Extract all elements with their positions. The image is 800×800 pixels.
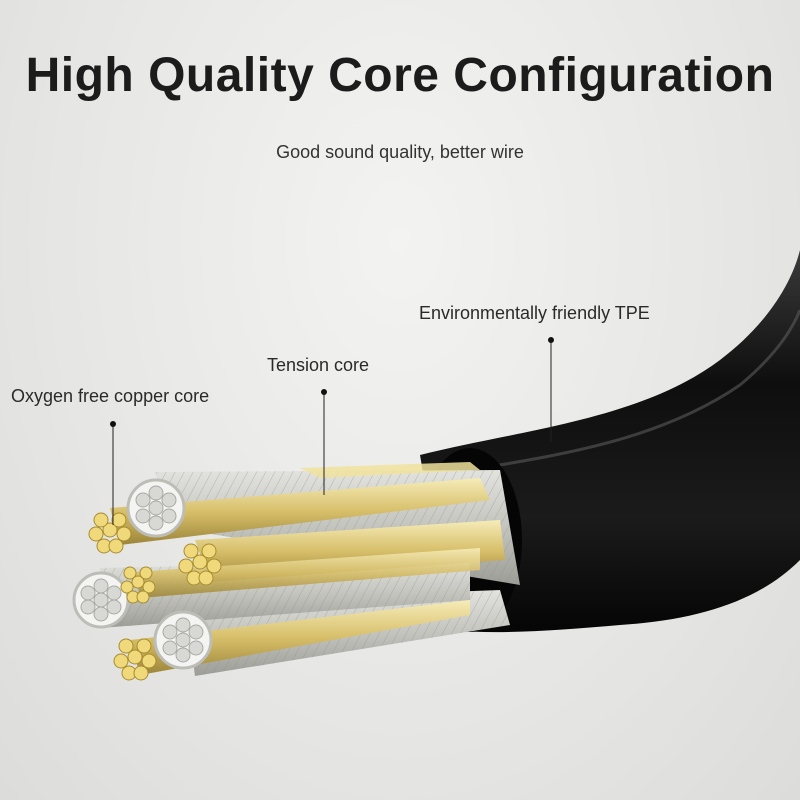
- callout-tpe-label: Environmentally friendly TPE: [419, 303, 650, 323]
- callout-leader-tpe: [548, 337, 554, 442]
- copper-strands: [110, 462, 505, 675]
- copper-core-end: [178, 543, 222, 586]
- copper-core-end: [120, 566, 156, 604]
- callout-leader-tension: [321, 389, 327, 495]
- tension-core-end: [153, 610, 213, 670]
- callout-copper-label: Oxygen free copper core: [11, 386, 210, 406]
- copper-core-end: [113, 638, 157, 681]
- tension-core-end: [126, 478, 186, 538]
- callout-leader-copper: [110, 421, 116, 525]
- tension-core-end: [72, 571, 130, 629]
- callout-tension-label: Tension core: [267, 355, 370, 375]
- page-title: High Quality Core Configuration: [25, 49, 775, 102]
- copper-core-end: [88, 512, 132, 554]
- page-subtitle: Good sound quality, better wire: [276, 142, 524, 162]
